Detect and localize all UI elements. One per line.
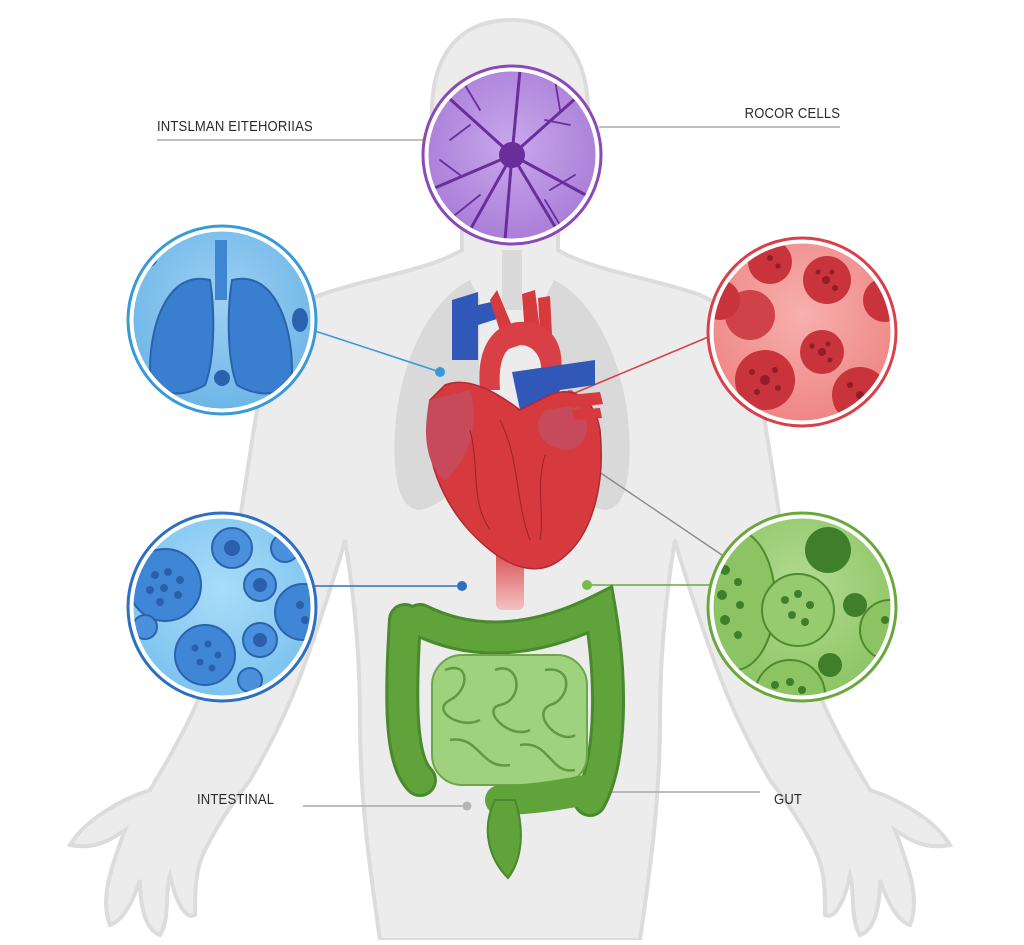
label-top-right: ROCOR CELLS [744,106,840,122]
label-bottom-right: GUT [774,792,803,808]
heart-illustration [425,290,603,610]
red-cells-callout [706,236,898,428]
label-bottom-left: INTESTINAL [197,792,275,808]
lungs-callout [126,224,318,416]
label-top-left: INTSLMAN EITEHORIIAS [157,119,313,135]
neuron-callout [421,64,603,246]
intestines-illustration [385,584,625,880]
